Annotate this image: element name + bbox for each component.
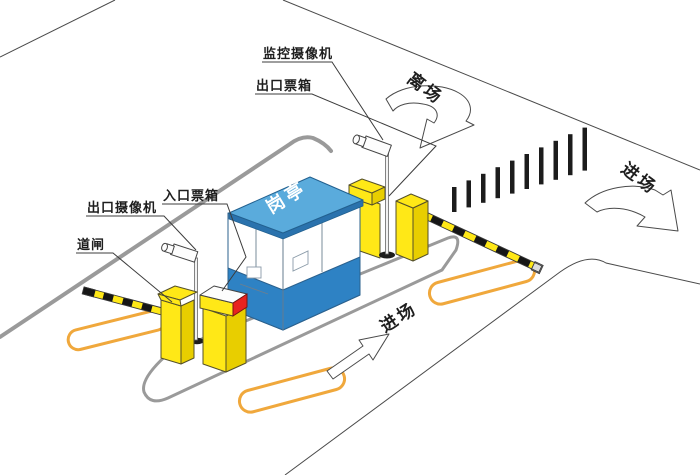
road-edge-line	[282, 0, 700, 171]
surveillance-camera-icon	[352, 134, 392, 158]
entrance-ticket-box-label: 入口票箱	[163, 188, 219, 204]
exit-camera-label: 出口摄像机	[87, 200, 157, 216]
exit-camera-pole	[161, 242, 204, 345]
guard-booth-icon: 岗亭	[227, 176, 364, 331]
barrier-gate-arm-icon	[81, 286, 167, 317]
camera-pole	[385, 149, 389, 255]
leave-lot-arrow-icon	[385, 85, 475, 149]
fence-icon	[452, 127, 587, 212]
callouts: 监控摄像机 出口票箱 入口票箱 出口摄像机 道闸	[76, 46, 437, 303]
exit-ticket-box-machine	[348, 178, 386, 259]
curb-line	[0, 135, 333, 339]
left-barrier-gate	[81, 285, 198, 365]
exit-ticket-box-label: 出口票箱	[256, 78, 312, 94]
camera-pole	[194, 257, 198, 341]
ground-loop-icon	[66, 308, 168, 352]
road-edge-line	[0, 0, 116, 58]
booth-roof	[228, 176, 364, 234]
enter-lot-bottom-arrow-icon	[326, 333, 390, 380]
monitor-camera-label: 监控摄像机	[263, 46, 333, 62]
booth-monitor	[246, 266, 262, 279]
right-barrier-gate	[395, 193, 544, 275]
red-display	[232, 293, 248, 317]
entrance-ticket-box-machine	[199, 285, 248, 373]
ground-loop-icon	[237, 366, 347, 414]
monitor-camera-pole	[352, 134, 395, 259]
enter-lot-bottom-label: 进场	[377, 299, 421, 338]
road-edge-line	[284, 258, 700, 475]
enter-lot-right-arrow-icon	[584, 185, 679, 232]
pole-base	[379, 251, 395, 259]
barrier-gate-label: 道闸	[77, 237, 105, 253]
booth-panel	[292, 250, 309, 272]
exit-camera-icon	[161, 242, 199, 263]
